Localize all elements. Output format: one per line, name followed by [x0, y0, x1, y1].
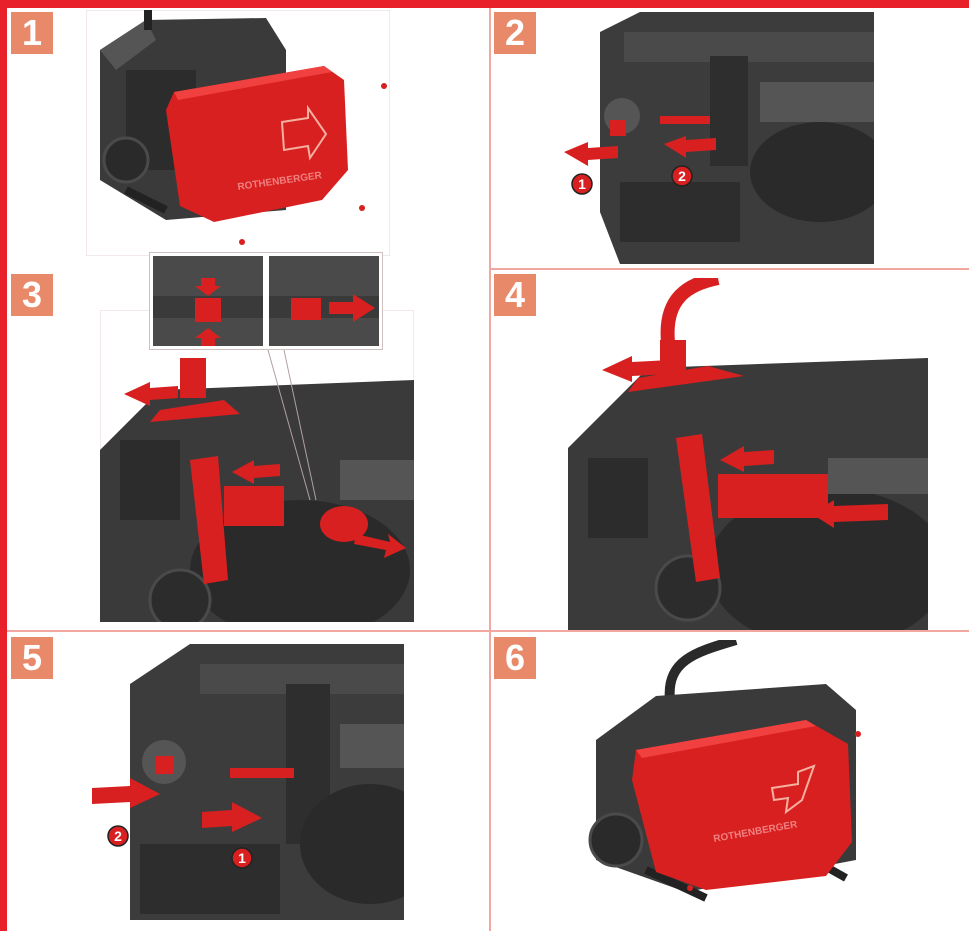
step-5-callout-2: 2 [114, 828, 122, 844]
step-1-illustration: ROTHENBERGER [86, 10, 390, 256]
step-3-detail-insets [149, 252, 383, 350]
step-3-illustration [100, 310, 414, 622]
step-3-number: 3 [11, 274, 53, 316]
step-2-callout-1: 1 [578, 176, 586, 192]
step-6-illustration: ROTHENBERGER [586, 640, 870, 910]
row-divider-1 [490, 268, 969, 270]
top-red-bar [0, 0, 969, 8]
row-divider-2 [7, 630, 969, 632]
step-5-illustration: 2 1 [90, 644, 404, 920]
step-4-number: 4 [494, 274, 536, 316]
step-2-callout-2: 2 [678, 168, 686, 184]
step-6-number: 6 [494, 637, 536, 679]
step-1-number: 1 [11, 12, 53, 54]
center-divider [489, 8, 491, 931]
left-red-bar [0, 0, 7, 931]
step-5-number: 5 [11, 637, 53, 679]
step-5-callout-1: 1 [238, 850, 246, 866]
step-2-illustration: 1 2 [560, 12, 874, 264]
step-2-number: 2 [494, 12, 536, 54]
step-4-illustration [568, 278, 928, 630]
